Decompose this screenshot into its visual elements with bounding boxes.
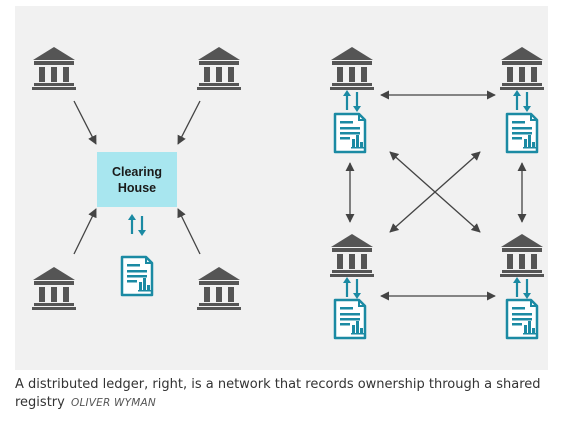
bank-icon — [500, 47, 544, 90]
up-down-arrows-icon — [511, 88, 533, 114]
clearing-house-box — [97, 152, 177, 207]
up-down-arrows-icon — [341, 275, 363, 301]
up-down-arrows-icon — [511, 275, 533, 301]
arrow-to-clearing-house — [177, 100, 201, 145]
ledger-document-icon — [505, 112, 539, 154]
up-down-arrows-icon — [126, 212, 148, 238]
figure-caption: A distributed ledger, right, is a networ… — [15, 376, 555, 412]
bank-icon — [330, 234, 374, 277]
caption-text: A distributed ledger, right, is a networ… — [15, 377, 541, 410]
ledger-document-icon — [505, 298, 539, 340]
caption-credit: OLIVER WYMAN — [70, 397, 156, 409]
bank-icon — [32, 47, 76, 90]
arrow-to-clearing-house — [177, 208, 201, 255]
bank-icon — [330, 47, 374, 90]
ledger-document-icon — [333, 298, 367, 340]
bank-icon — [197, 267, 241, 310]
peer-link-arrow — [389, 151, 481, 233]
arrow-to-clearing-house — [73, 208, 97, 255]
clearing-house-label: Clearing — [112, 165, 162, 179]
bank-icon — [197, 47, 241, 90]
up-down-arrows-icon — [341, 88, 363, 114]
ledger-document-icon — [333, 112, 367, 154]
ledger-document-icon — [120, 255, 154, 297]
arrow-to-clearing-house — [73, 100, 97, 145]
clearing-house-label: House — [118, 181, 156, 195]
bank-icon — [32, 267, 76, 310]
bank-icon — [500, 234, 544, 277]
